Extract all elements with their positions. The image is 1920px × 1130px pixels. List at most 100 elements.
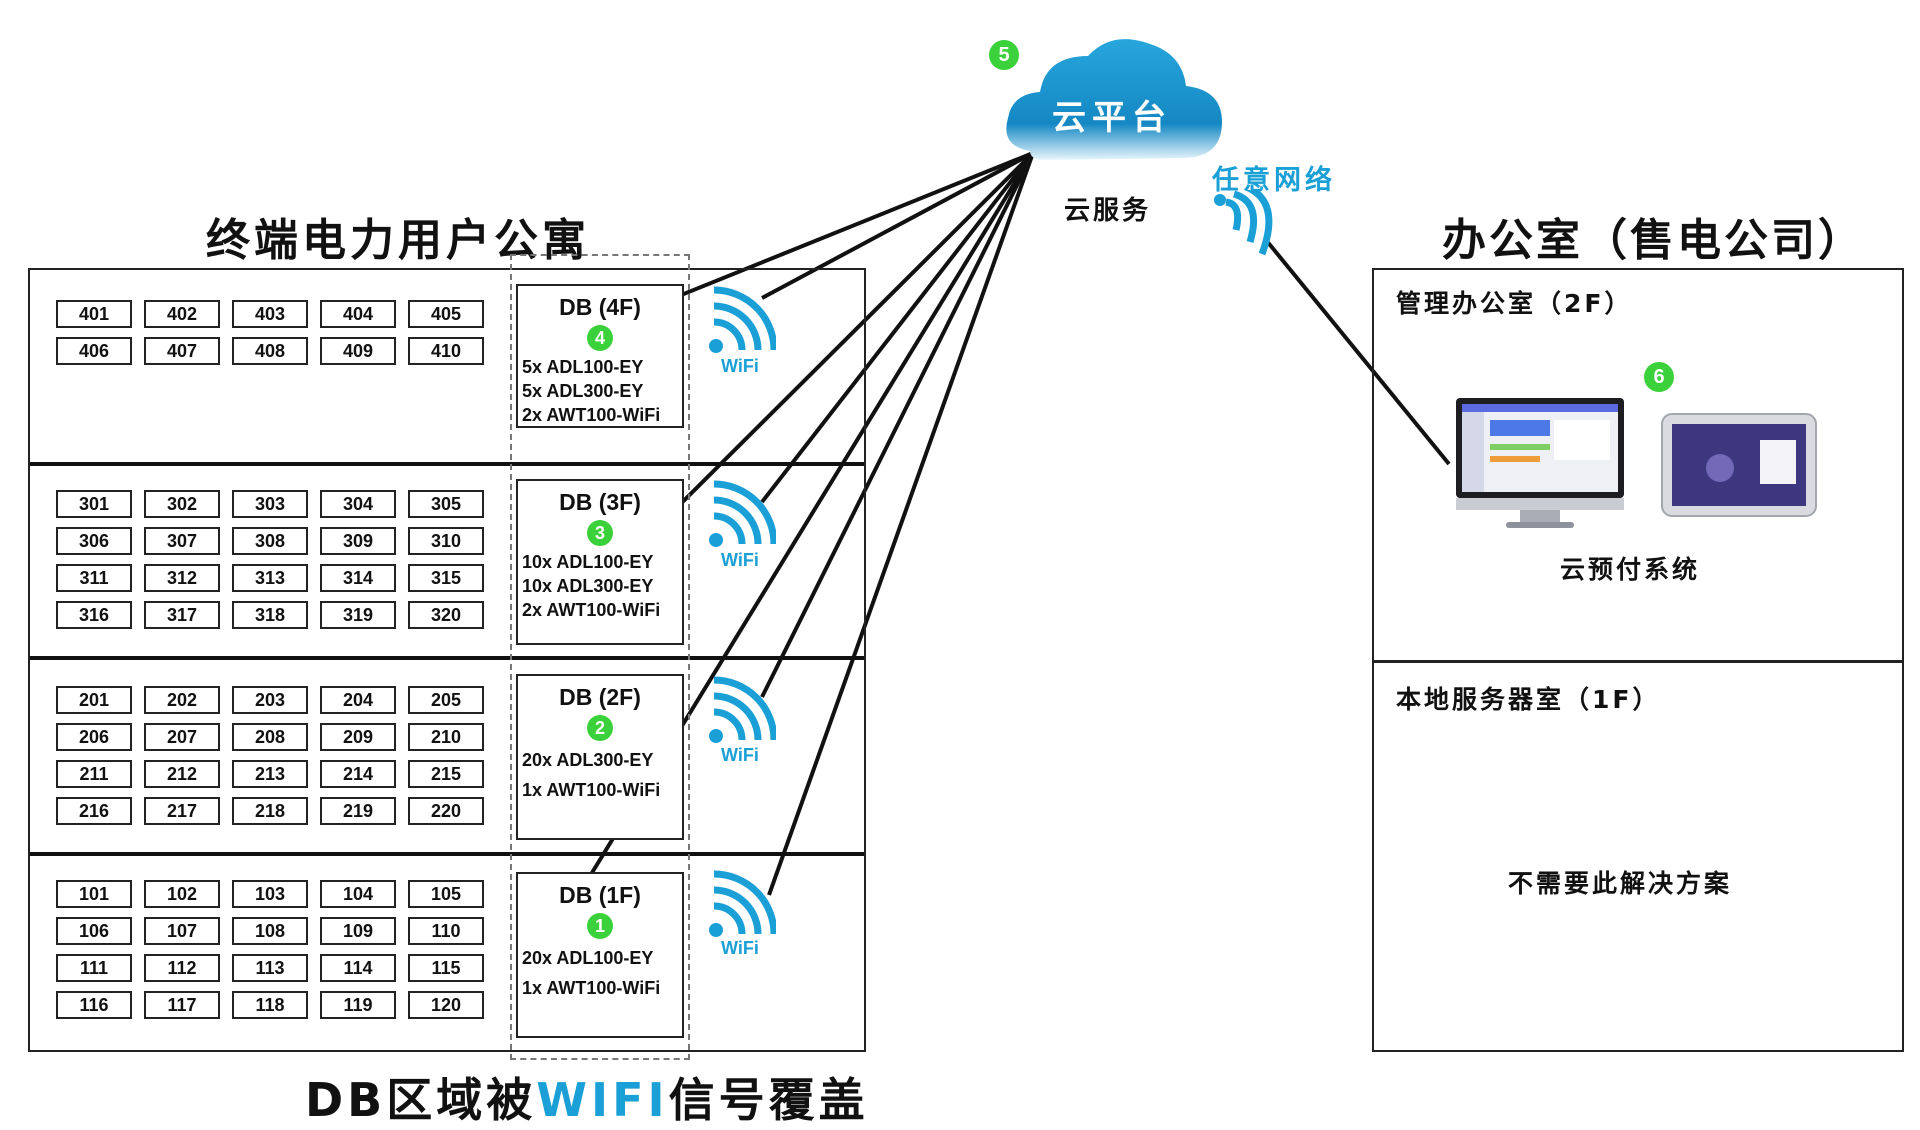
room-117: 117 [144,991,220,1019]
db-item: 1x AWT100-WiFi [522,780,661,800]
db-badge: 2 [587,715,613,741]
room-406: 406 [56,337,132,365]
room-310: 310 [408,527,484,555]
lower-room-note: 不需要此解决方案 [1508,869,1733,898]
room-118: 118 [232,991,308,1019]
wifi-icon [709,870,776,937]
room-110: 110 [408,917,484,945]
room-407: 407 [144,337,220,365]
db-item: 5x ADL300-EY [522,381,644,401]
link-3f [760,151,1035,504]
room-316: 316 [56,601,132,629]
room-106: 106 [56,917,132,945]
room-309: 309 [320,527,396,555]
room-119: 119 [320,991,396,1019]
wifi-icon [709,286,776,353]
room-214: 214 [320,760,396,788]
room-215: 215 [408,760,484,788]
badge-6: 6 [1644,362,1674,392]
db-item: 2x AWT100-WiFi [522,405,661,425]
wifi-label: WiFi [721,550,759,570]
room-213: 213 [232,760,308,788]
wifi-icon [709,676,776,743]
room-311: 311 [56,564,132,592]
room-206: 206 [56,723,132,751]
any-network-label: 任意网络 [1212,165,1336,196]
cloud-service-label: 云服务 [1064,196,1152,226]
room-401: 401 [56,300,132,328]
room-104: 104 [320,880,396,908]
link-4f [761,151,1034,300]
room-201: 201 [56,686,132,714]
link-1f [767,152,1035,896]
db-title: DB (2F) [559,684,641,710]
room-207: 207 [144,723,220,751]
room-307: 307 [144,527,220,555]
db-badge: 1 [587,913,613,939]
room-209: 209 [320,723,396,751]
room-403: 403 [232,300,308,328]
caption-prefix: DB区域被 [305,1073,537,1127]
lower-room-title: 本地服务器室（1F） [1396,685,1661,714]
room-103: 103 [232,880,308,908]
building-title: 终端电力用户公寓 [206,215,590,266]
office-divider [1374,660,1902,663]
room-210: 210 [408,723,484,751]
room-409: 409 [320,337,396,365]
room-219: 219 [320,797,396,825]
room-105: 105 [408,880,484,908]
wifi-icon [709,480,776,547]
room-315: 315 [408,564,484,592]
room-204: 204 [320,686,396,714]
room-308: 308 [232,527,308,555]
caption-suffix: 信号覆盖 [668,1073,869,1127]
room-102: 102 [144,880,220,908]
room-116: 116 [56,991,132,1019]
caption-highlight: WIFI [536,1073,669,1127]
wifi-label: WiFi [721,356,759,376]
link-office [1264,238,1451,466]
room-304: 304 [320,490,396,518]
room-301: 301 [56,490,132,518]
network-wifi-icon [1214,190,1273,256]
db-item: 1x AWT100-WiFi [522,978,661,998]
room-302: 302 [144,490,220,518]
room-109: 109 [320,917,396,945]
wifi-label: WiFi [721,938,759,958]
room-305: 305 [408,490,484,518]
db-box-4f: DB (4F) 4 5x ADL100-EY 5x ADL300-EY 2x A… [516,284,684,428]
room-212: 212 [144,760,220,788]
link-2f [760,152,1035,698]
room-101: 101 [56,880,132,908]
room-319: 319 [320,601,396,629]
office-title: 办公室（售电公司） [1442,215,1865,266]
upper-room-title: 管理办公室（2F） [1396,289,1633,318]
room-405: 405 [408,300,484,328]
office-frame: 管理办公室（2F） 6 云预付系统 本地服务器室（1F） 不需要此解决 [1372,268,1904,1052]
room-202: 202 [144,686,220,714]
badge-5: 5 [989,40,1019,70]
room-402: 402 [144,300,220,328]
room-113: 113 [232,954,308,982]
room-410: 410 [408,337,484,365]
db-badge: 4 [587,325,613,351]
cloud-label: 云平台 [1052,98,1172,138]
room-312: 312 [144,564,220,592]
db-item: 20x ADL100-EY [522,948,654,968]
db-item: 10x ADL300-EY [522,576,654,596]
room-115: 115 [408,954,484,982]
room-107: 107 [144,917,220,945]
room-318: 318 [232,601,308,629]
db-title: DB (3F) [559,489,641,515]
db-item: 10x ADL100-EY [522,552,654,572]
db-badge: 3 [587,520,613,546]
